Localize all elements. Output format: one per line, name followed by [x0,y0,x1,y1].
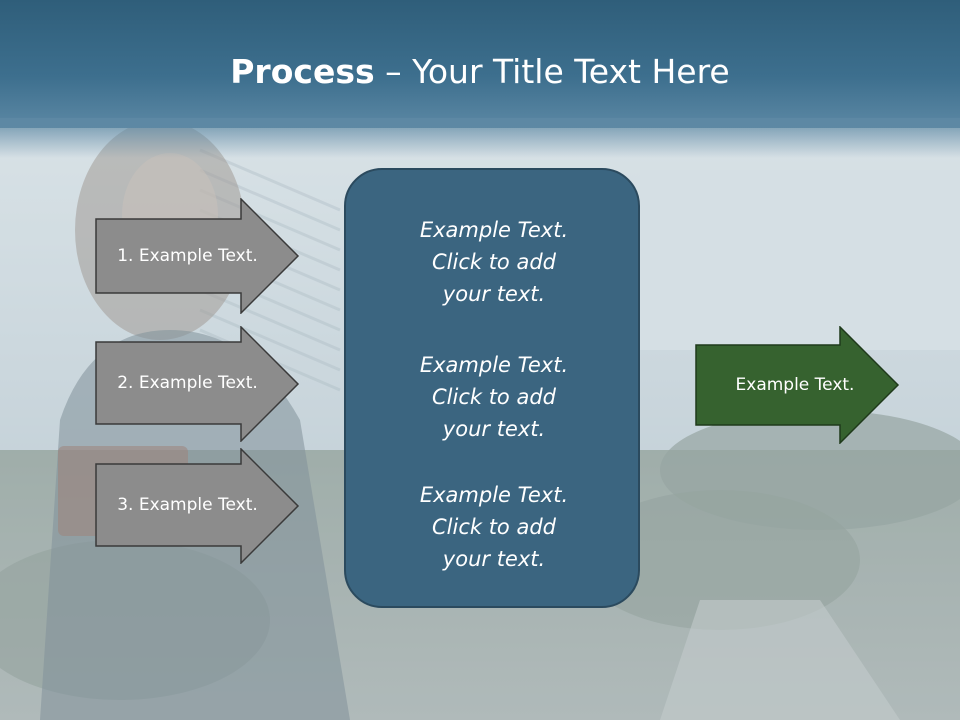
center-line: Click to add [431,250,556,274]
arrow-shape [95,448,300,564]
title-bold: Process [230,52,375,91]
center-text-block-2: Example Text. Click to add your text. [346,349,642,445]
title-bar-fade [0,118,960,158]
slide-title[interactable]: Process – Your Title Text Here [0,52,960,91]
step-arrow-label: 2. Example Text. [117,373,258,393]
center-text-box[interactable]: Example Text. Click to add your text. Ex… [344,168,640,608]
title-rest: – Your Title Text Here [374,52,730,91]
arrow-shape [95,198,300,314]
arrow-shape [95,326,300,442]
center-line: Click to add [431,385,556,409]
center-line: Example Text. [419,353,569,377]
center-text-block-3: Example Text. Click to add your text. [346,479,642,575]
center-text-block-1: Example Text. Click to add your text. [346,214,642,310]
result-arrow-label: Example Text. [735,375,855,395]
center-line: Example Text. [419,218,569,242]
center-line: your text. [442,547,546,571]
step-arrow-3[interactable]: 3. Example Text. [95,448,300,564]
result-arrow[interactable]: Example Text. [695,326,900,444]
center-line: Example Text. [419,483,569,507]
center-line: your text. [442,282,546,306]
arrow-shape [695,326,900,444]
center-line: your text. [442,417,546,441]
title-bar [0,0,960,128]
step-arrow-1[interactable]: 1. Example Text. [95,198,300,314]
center-line: Click to add [431,515,556,539]
step-arrow-label: 3. Example Text. [117,495,258,515]
step-arrow-2[interactable]: 2. Example Text. [95,326,300,442]
step-arrow-label: 1. Example Text. [117,246,258,266]
